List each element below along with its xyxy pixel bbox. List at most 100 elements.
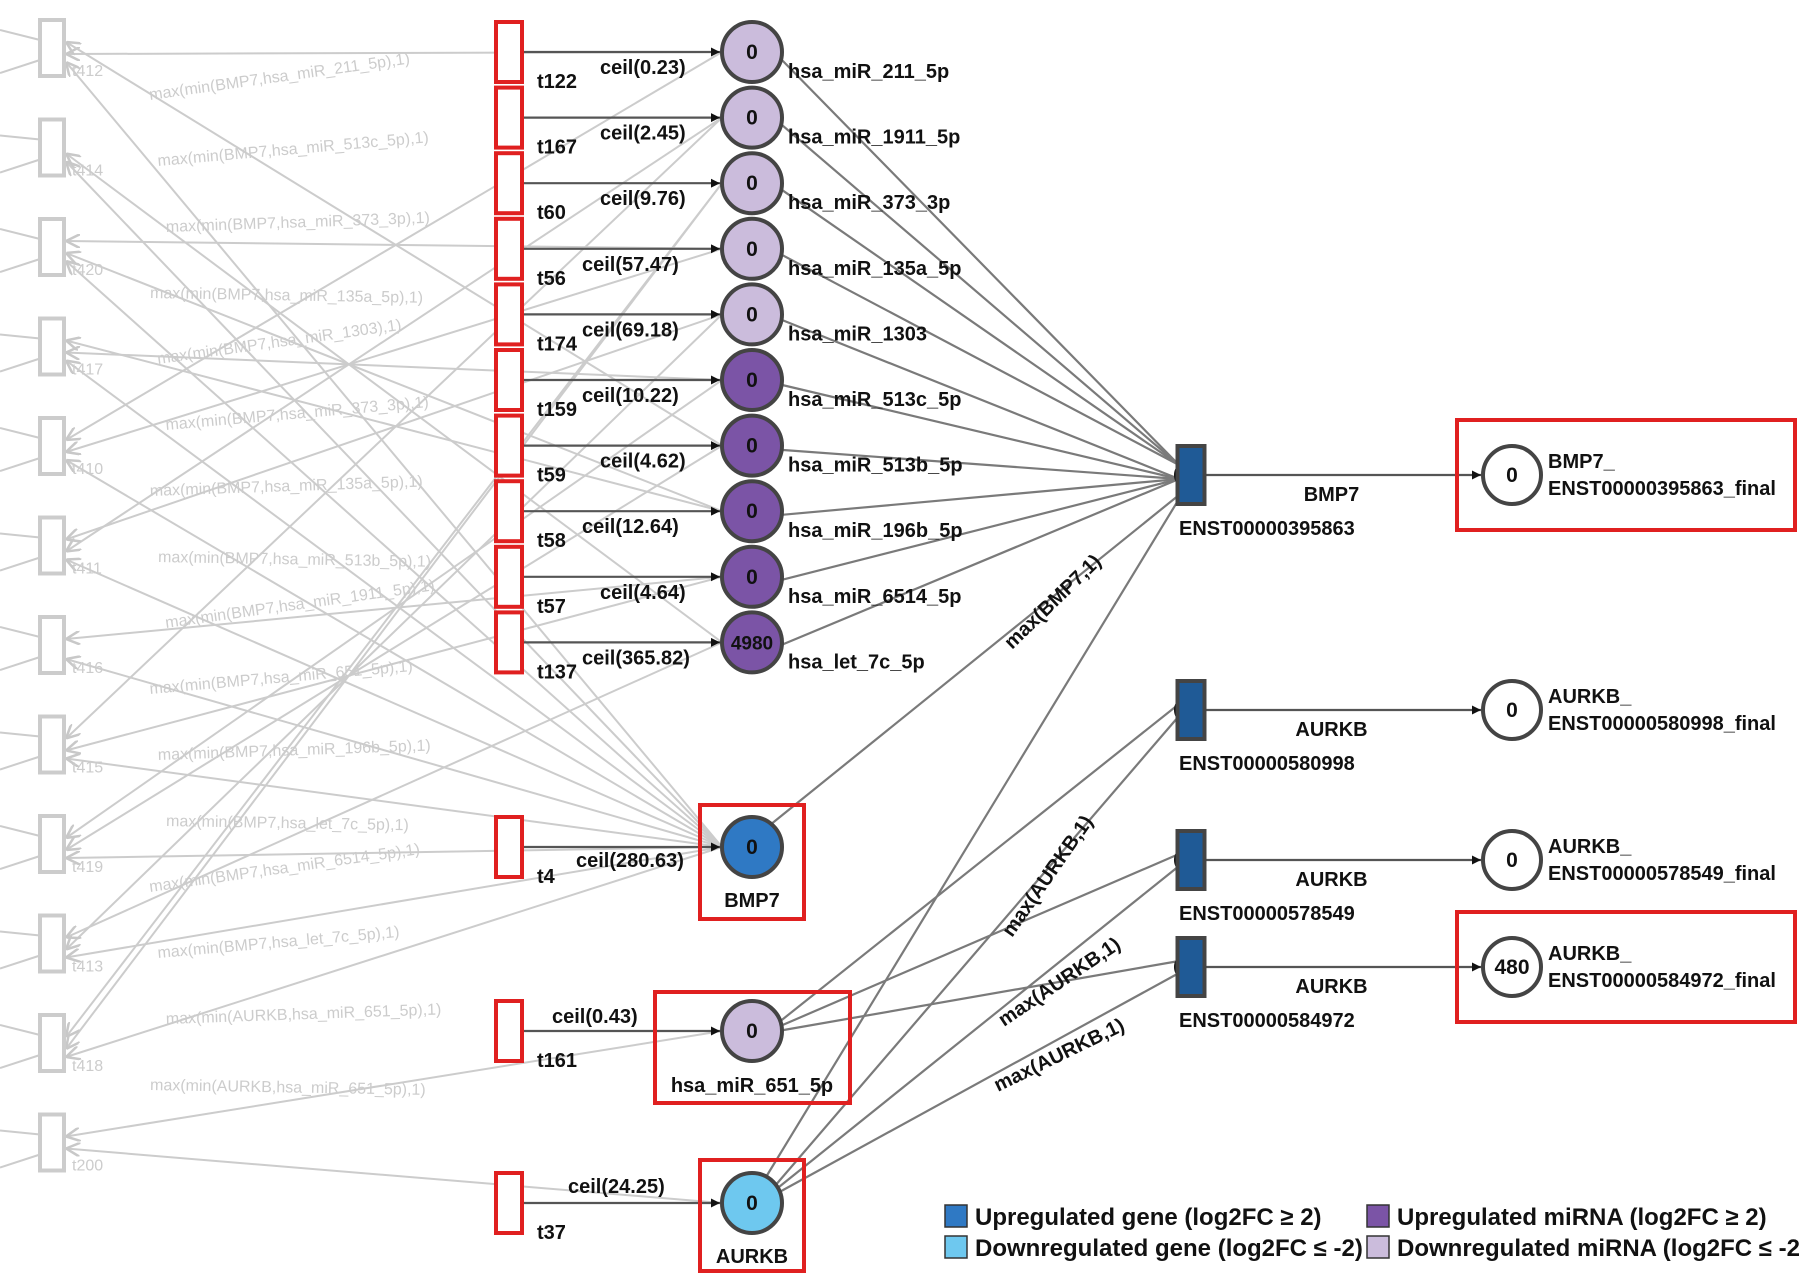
faint-edge: [0, 532, 41, 539]
mirna-place-label: hsa_miR_1303: [788, 323, 927, 345]
mirna-place: [720, 20, 784, 84]
left-place-label: t412: [72, 63, 103, 80]
mirna-place-651-label: hsa_miR_651_5p: [671, 1075, 833, 1097]
left-place: [38, 515, 66, 576]
left-place-label: t416: [72, 660, 103, 677]
faint-edge: [0, 626, 41, 638]
faint-edge: [66, 560, 723, 848]
aurkb-to-bmp7-transcript-edge: [765, 498, 1180, 1178]
faint-edge-label: max(min(AURKB,hsa_miR_651_5p),1): [150, 1077, 426, 1099]
faint-edge: [0, 825, 41, 837]
mirna-place-label: hsa_miR_513c_5p: [788, 389, 961, 411]
mirna-place-tokens: 0: [746, 172, 758, 195]
ceil-label: ceil(0.43): [552, 1006, 638, 1028]
faint-edge: [0, 158, 41, 174]
faint-edge: [66, 116, 723, 739]
faint-edge: [0, 556, 41, 572]
ceil-label: ceil(9.76): [600, 188, 686, 210]
faint-edge: [66, 659, 723, 848]
faint-edge: [66, 116, 723, 552]
aurkb-to-transcript-edge: [773, 972, 1180, 1196]
faint-edge: [66, 162, 723, 848]
faint-edge: [66, 641, 723, 937]
faint-edge: [0, 731, 41, 738]
final-place-label: ENST00000578549_final: [1548, 863, 1776, 885]
left-place: [38, 1013, 66, 1073]
transcript-label: ENST00000395863: [1179, 518, 1355, 540]
legend-label-upregulated-gene: Upregulated gene (log2FC ≥ 2): [975, 1204, 1322, 1231]
left-place-label: t410: [72, 461, 103, 478]
mirna-place-651-tokens: 0: [746, 1020, 758, 1043]
faint-edge: [66, 313, 723, 949]
faint-edge-label: max(min(BMP7,hsa_miR_513b_5p),1): [158, 549, 431, 571]
faint-edge: [0, 1024, 41, 1036]
ceil-label: ceil(280.63): [576, 850, 684, 872]
transition-box: [494, 282, 524, 347]
faint-edge-label: max(min(BMP7,hsa_let_7c_5p),1): [157, 924, 400, 962]
faint-edge: [66, 846, 723, 958]
legend-swatch-downregulated-gene: [944, 1235, 968, 1259]
mirna-place: [720, 413, 784, 478]
mirna-place-tokens: 4980: [731, 633, 773, 654]
transition-box: [494, 544, 524, 609]
transcript-box: [1175, 444, 1207, 506]
ceil-label: ceil(0.23): [600, 57, 686, 79]
transition-label: t122: [537, 71, 577, 93]
mirna-place: [720, 85, 784, 150]
final-place: [1481, 679, 1543, 741]
faint-edge: [0, 954, 41, 970]
transition-box: [494, 610, 524, 675]
mirna-to-transcript-edge: [777, 382, 1180, 481]
mir651-to-transcript-edge: [777, 959, 1180, 1033]
transcript-gene-edge-label: AURKB: [1295, 976, 1367, 998]
left-place: [38, 117, 66, 178]
highlight-box-final: [1455, 418, 1797, 532]
left-places: t412t414t420t417t410t411t416t415t419t413…: [38, 18, 103, 1175]
faint-edge: [0, 855, 41, 870]
final-place-tokens: 0: [1506, 464, 1518, 487]
transition-box: [494, 999, 524, 1063]
transcript-gene-edge-label: AURKB: [1295, 719, 1367, 741]
mirna-to-transcript-edge: [777, 55, 1180, 466]
ceil-label: ceil(365.82): [582, 647, 690, 669]
faint-edge: [66, 42, 723, 447]
ceil-label: ceil(4.64): [600, 582, 686, 604]
transcript-label: ENST00000580998: [1179, 753, 1355, 775]
faint-edge: [66, 460, 723, 848]
transition-label: t57: [537, 596, 566, 618]
mirna-place-tokens: 0: [746, 369, 758, 392]
legend-label-downregulated-gene: Downregulated gene (log2FC ≤ -2): [975, 1235, 1363, 1262]
mirna-place: [720, 216, 784, 281]
left-place-label: t419: [72, 859, 103, 876]
faint-edge-label: max(min(BMP7,hsa_miR_135a_5p),1): [150, 285, 423, 307]
transcript-gene-edge-label: BMP7: [1304, 484, 1360, 506]
highlight-box-aurkb: [698, 1158, 806, 1273]
transcript-gene-edge-label: AURKB: [1295, 869, 1367, 891]
transition-label: t56: [537, 268, 566, 290]
transition-box: [494, 151, 524, 216]
legend-swatch-upregulated-gene: [944, 1204, 968, 1228]
legend-swatch-downregulated-mirna: [1366, 1235, 1390, 1259]
faint-edge-label: max(min(BMP7,hsa_miR_211_5p),1): [148, 51, 411, 104]
gene-place-bmp7-label: BMP7: [724, 890, 780, 912]
faint-edge: [66, 353, 723, 381]
transcript-box: [1175, 679, 1207, 741]
transition-label: t161: [537, 1050, 577, 1072]
legend-label-upregulated-mirna: Upregulated miRNA (log2FC ≥ 2): [1397, 1204, 1767, 1231]
faint-edge: [66, 62, 723, 848]
left-place: [38, 913, 66, 974]
faint-edge: [0, 258, 41, 273]
final-place-tokens: 480: [1494, 956, 1529, 979]
transcript-label: ENST00000584972: [1179, 1010, 1355, 1032]
transcript-edge-label: max(AURKB,1): [998, 812, 1098, 941]
transition-box: [494, 413, 524, 478]
mirna-place: [720, 610, 784, 675]
faint-edge: [66, 253, 723, 513]
left-place-label: t411: [72, 561, 102, 578]
left-place-label: t420: [72, 262, 103, 279]
mirna-place: [720, 544, 784, 609]
left-place: [38, 18, 66, 78]
faint-edge: [0, 59, 41, 74]
left-place: [38, 1112, 66, 1173]
mirna-place: [720, 282, 784, 347]
